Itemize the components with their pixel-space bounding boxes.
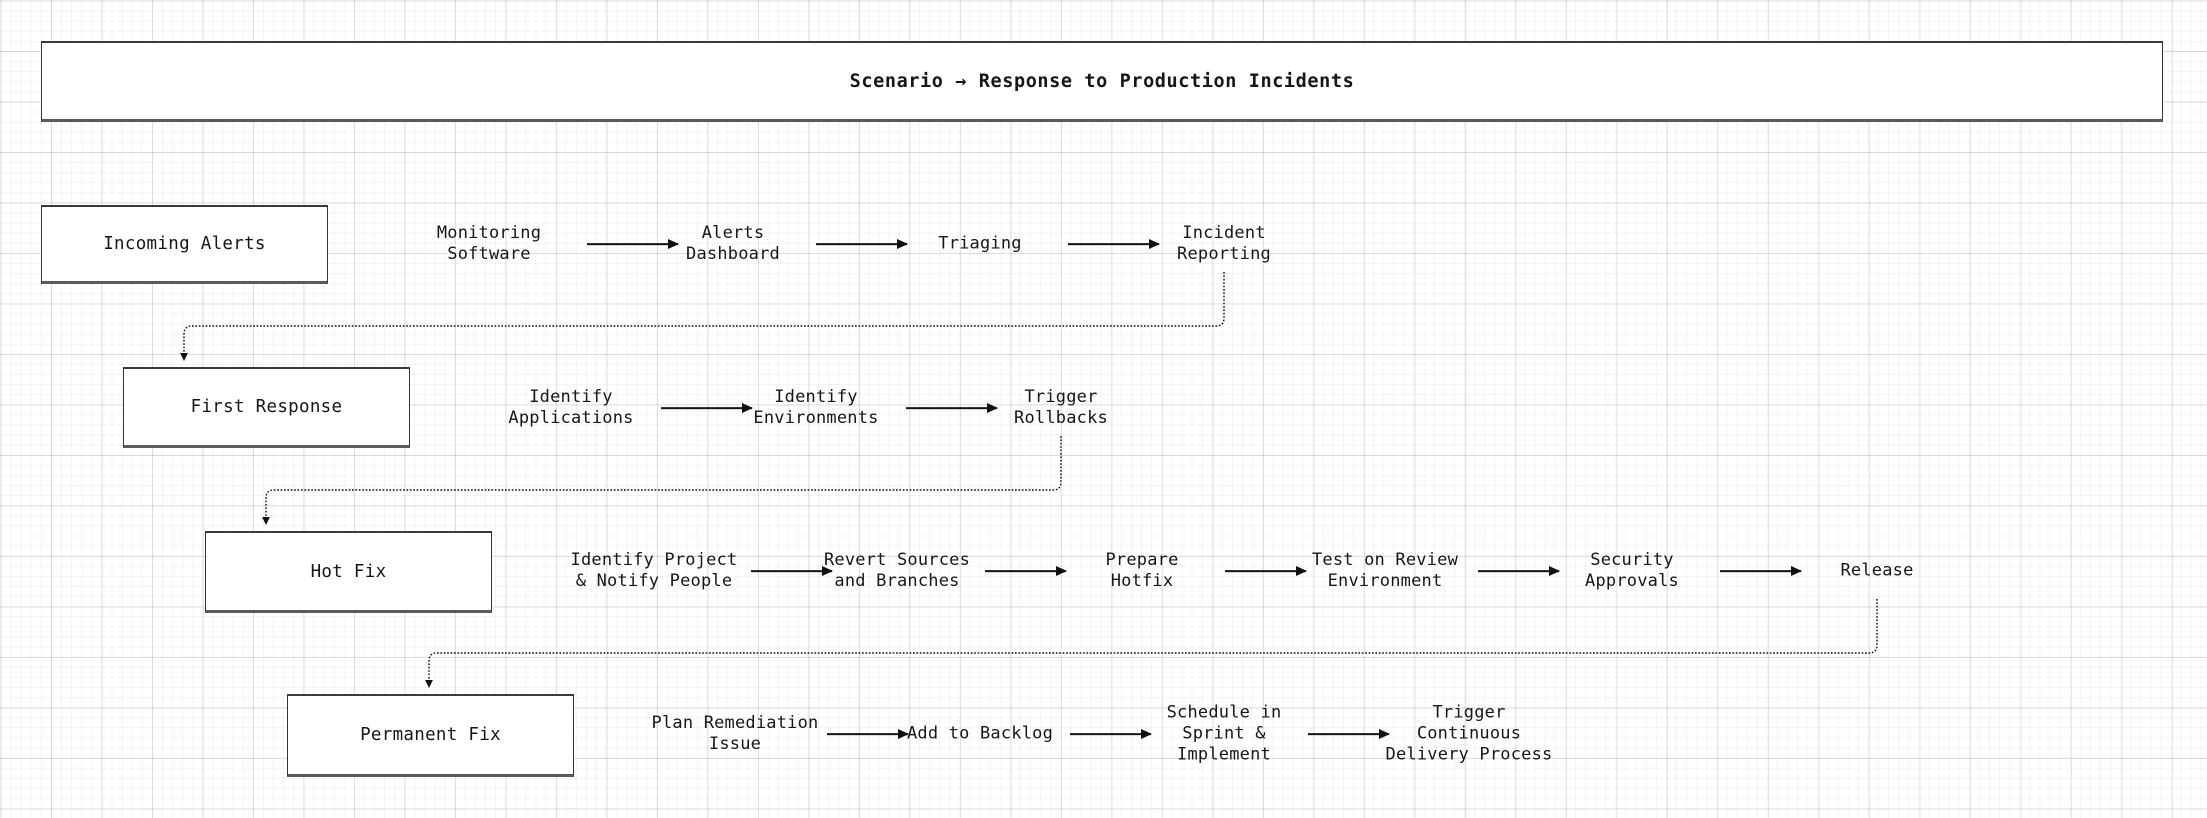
arrow-revert-sources-to-prepare-hotfix (985, 570, 1066, 572)
connector-incident-reporting-to-first-response (180, 272, 1225, 361)
step-plan-remediation-issue: Plan Remediation Issue (651, 713, 819, 754)
step-triaging: Triaging (938, 233, 1022, 254)
step-identify-applications: Identify Applications (508, 387, 634, 428)
step-add-to-backlog: Add to Backlog (906, 723, 1054, 744)
step-identify-project-notify-people: Identify Project & Notify People (570, 550, 738, 591)
arrow-identify-applications-to-environments (661, 407, 752, 409)
arrow-add-to-backlog-to-schedule-in-sprint (1070, 733, 1151, 735)
connector-trigger-rollbacks-to-hot-fix (262, 436, 1062, 525)
arrow-identify-environments-to-trigger-rollbacks (906, 407, 997, 409)
step-alerts-dashboard: Alerts Dashboard (686, 223, 780, 264)
node-permanent-fix[interactable]: Permanent Fix (287, 694, 574, 777)
step-incident-reporting: Incident Reporting (1177, 223, 1271, 264)
step-identify-environments: Identify Environments (753, 387, 879, 428)
step-revert-sources-and-branches: Revert Sources and Branches (823, 550, 971, 591)
step-monitoring-software: Monitoring Software (436, 223, 542, 264)
node-first-response[interactable]: First Response (123, 367, 410, 448)
arrow-monitoring-to-dashboard (587, 243, 678, 245)
arrow-schedule-in-sprint-to-trigger-cd (1308, 733, 1389, 735)
step-test-on-review-environment: Test on Review Environment (1311, 550, 1459, 591)
arrow-triaging-to-incident-reporting (1068, 243, 1159, 245)
arrow-dashboard-to-triaging (816, 243, 907, 245)
arrow-identify-project-to-revert-sources (751, 570, 832, 572)
arrow-security-approvals-to-release (1720, 570, 1801, 572)
node-incoming-alerts[interactable]: Incoming Alerts (41, 205, 328, 284)
step-schedule-in-sprint-implement: Schedule in Sprint & Implement (1166, 702, 1282, 765)
arrow-plan-remediation-to-add-to-backlog (827, 733, 908, 735)
step-security-approvals: Security Approvals (1585, 550, 1679, 591)
step-release: Release (1840, 560, 1914, 581)
step-trigger-continuous-delivery-process: Trigger Continuous Delivery Process (1385, 702, 1553, 765)
connector-release-to-permanent-fix (425, 599, 1878, 688)
arrow-prepare-hotfix-to-test-on-review (1225, 570, 1306, 572)
diagram-title-box: Scenario → Response to Production Incide… (41, 41, 2163, 122)
step-prepare-hotfix: Prepare Hotfix (1105, 550, 1179, 591)
arrow-test-on-review-to-security-approvals (1478, 570, 1559, 572)
step-trigger-rollbacks: Trigger Rollbacks (1014, 387, 1108, 428)
node-hot-fix[interactable]: Hot Fix (205, 531, 492, 613)
